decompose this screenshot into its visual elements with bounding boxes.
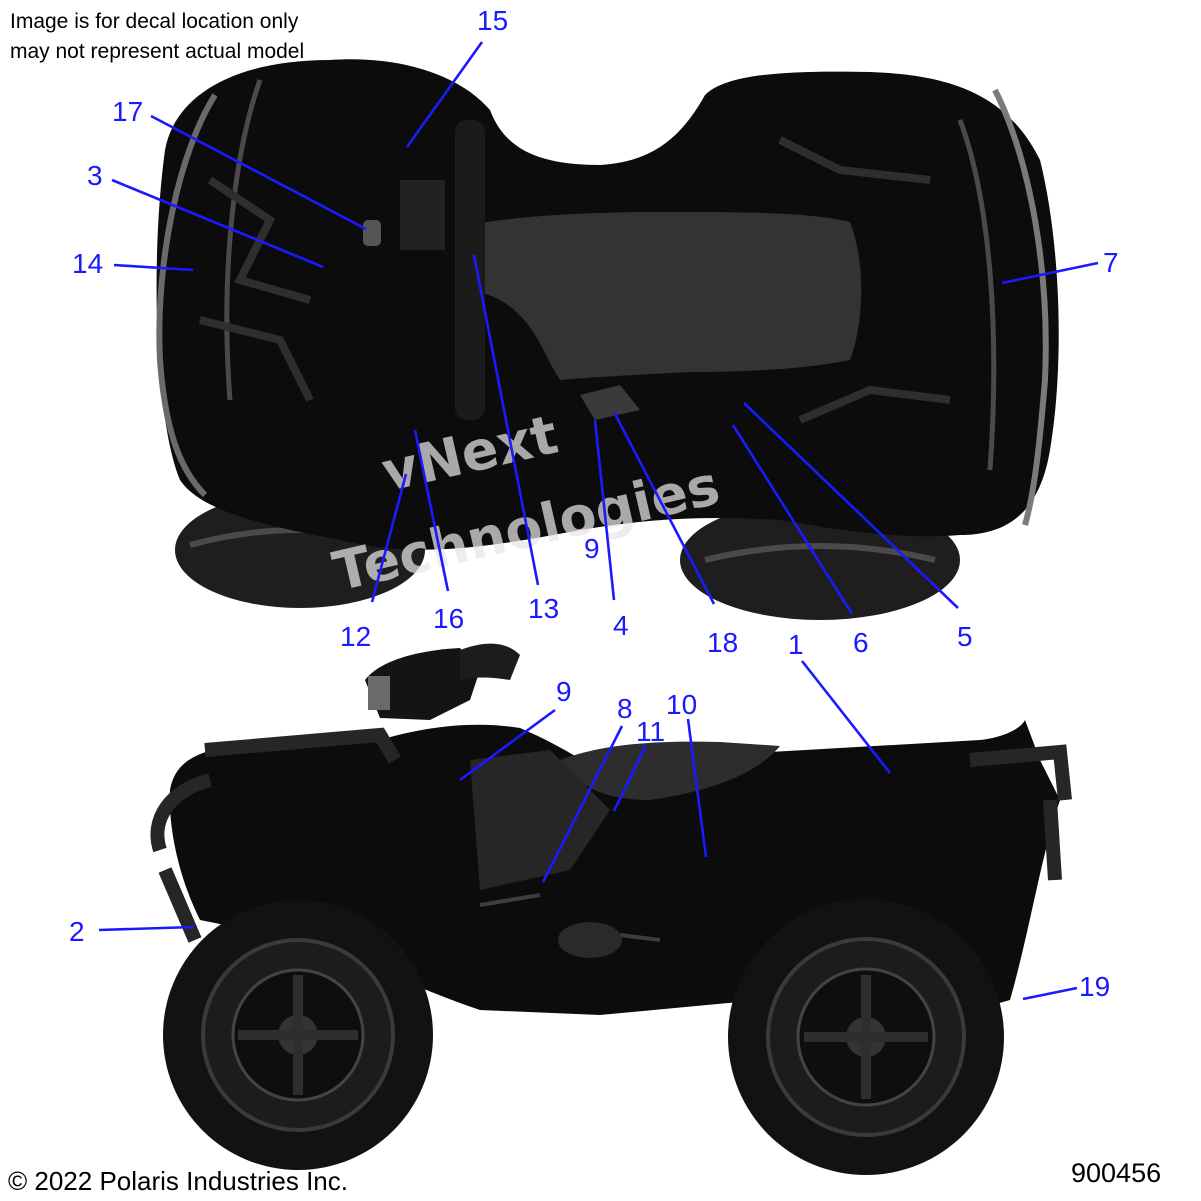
callout-2: 2 <box>69 916 85 947</box>
callout-16: 16 <box>433 603 464 634</box>
top-switch <box>363 220 381 246</box>
leader-17 <box>150 114 367 231</box>
top-handlebar <box>455 120 485 420</box>
leader-5 <box>743 402 959 609</box>
leader-18 <box>612 411 716 605</box>
leader-lines <box>98 41 1099 1001</box>
callout-18: 18 <box>707 627 738 658</box>
callout-5: 5 <box>957 621 973 652</box>
top-front-rack <box>156 93 218 498</box>
leader-14 <box>113 263 194 272</box>
disclaimer-line-1: Image is for decal location only <box>10 10 299 33</box>
callout-9-side: 9 <box>556 676 572 707</box>
top-seat <box>470 212 862 380</box>
callout-14: 14 <box>72 248 103 279</box>
callout-11: 11 <box>636 716 665 747</box>
leader-10 <box>686 718 708 858</box>
copyright-notice: © 2022 Polaris Industries Inc. <box>8 1166 348 1196</box>
leader-11 <box>612 744 648 812</box>
callout-3: 3 <box>87 160 103 191</box>
side-rear-rack <box>969 744 1072 881</box>
callout-17: 17 <box>112 96 143 127</box>
disclaimer-line-2: may not represent actual model <box>10 40 305 63</box>
figure-number: 900456 <box>1071 1158 1162 1188</box>
top-rear-rack <box>992 88 1049 526</box>
callout-15: 15 <box>477 5 508 36</box>
leader-12 <box>370 473 408 603</box>
leader-3 <box>111 178 324 269</box>
callout-numbers: 15 17 3 14 7 12 16 13 9 4 18 6 5 1 9 8 1… <box>69 5 1119 1002</box>
top-instrument-pod <box>400 180 445 250</box>
side-front-wheel <box>163 900 433 1170</box>
callout-10: 10 <box>666 689 697 720</box>
callout-1: 1 <box>788 629 804 660</box>
leader-2 <box>98 925 195 932</box>
leader-15 <box>405 41 484 148</box>
callout-8: 8 <box>617 693 633 724</box>
callout-13: 13 <box>528 593 559 624</box>
callout-9-top: 9 <box>584 533 600 564</box>
leader-9 <box>459 708 556 782</box>
leader-16 <box>413 429 450 592</box>
callout-12: 12 <box>340 621 371 652</box>
callout-7: 7 <box>1103 247 1119 278</box>
side-headlight-pod <box>365 648 480 720</box>
callout-4: 4 <box>613 610 629 641</box>
leader-8 <box>541 725 624 883</box>
leader-13 <box>472 254 540 586</box>
leader-4 <box>593 419 616 601</box>
side-rear-wheel <box>728 899 1004 1175</box>
leader-6 <box>731 424 854 615</box>
atv-top-view <box>156 59 1059 620</box>
callout-6: 6 <box>853 627 869 658</box>
leader-7 <box>1001 261 1099 285</box>
atv-side-view <box>150 643 1072 1175</box>
leader-1 <box>800 660 892 774</box>
callout-19: 19 <box>1079 971 1110 1002</box>
leader-19 <box>1022 986 1078 1001</box>
